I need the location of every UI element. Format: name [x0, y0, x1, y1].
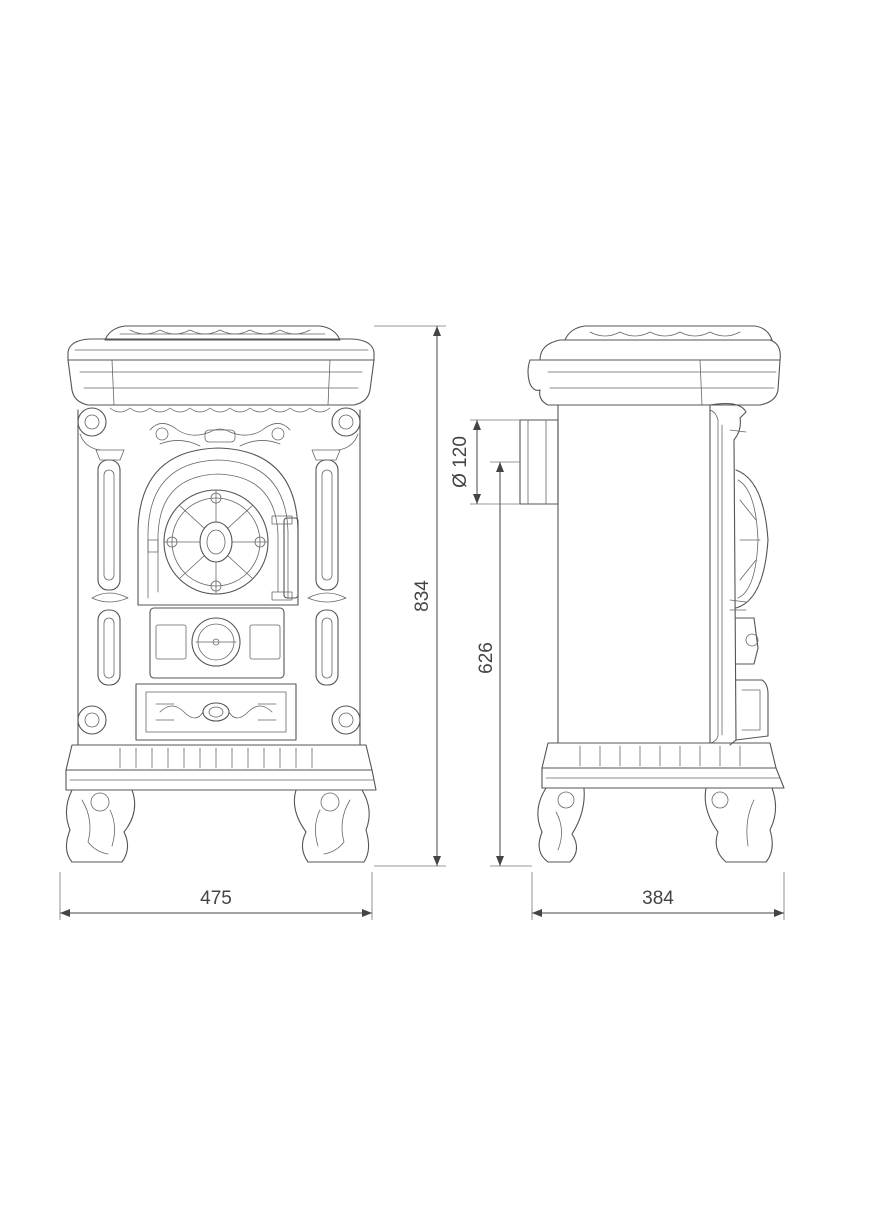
front-ash-door	[149, 607, 285, 679]
side-front-profile	[709, 403, 769, 746]
side-view	[519, 325, 785, 863]
front-view	[65, 325, 377, 863]
side-leg-right	[704, 787, 777, 863]
front-rosette-bottom-right	[331, 705, 361, 735]
total-height-label: 834	[412, 580, 433, 612]
dimension-total-height: 834	[374, 325, 446, 867]
front-rosette-top-right	[331, 407, 361, 451]
side-flue-pipe	[519, 419, 559, 505]
front-frieze	[109, 407, 331, 413]
front-right-pilaster	[307, 449, 347, 686]
side-top-plate	[539, 325, 781, 361]
flue-height-label: 626	[476, 642, 497, 674]
front-top-plate	[67, 325, 375, 361]
front-rosette-bottom-left	[77, 705, 107, 735]
front-base	[65, 744, 377, 791]
side-depth-label: 384	[642, 888, 674, 909]
side-cornice	[527, 359, 781, 406]
dimension-flue-diameter: Ø 120	[450, 419, 520, 505]
front-width-label: 475	[200, 888, 232, 909]
front-cornice	[67, 359, 375, 406]
front-leg-left	[65, 789, 136, 863]
front-leg-right	[293, 789, 370, 863]
front-left-pilaster	[91, 449, 129, 686]
flue-diameter-label: Ø 120	[450, 436, 471, 488]
front-fire-door	[137, 447, 299, 606]
dimension-front-width: 475	[59, 872, 373, 920]
dimension-side-depth: 384	[531, 872, 785, 920]
front-rosette-top-left	[77, 407, 107, 451]
front-bottom-panel	[135, 683, 297, 741]
side-base	[541, 742, 785, 789]
side-leg-left	[537, 787, 585, 863]
front-door-crest	[149, 423, 291, 447]
dimension-flue-height: 626	[476, 461, 532, 867]
side-body	[557, 404, 711, 744]
